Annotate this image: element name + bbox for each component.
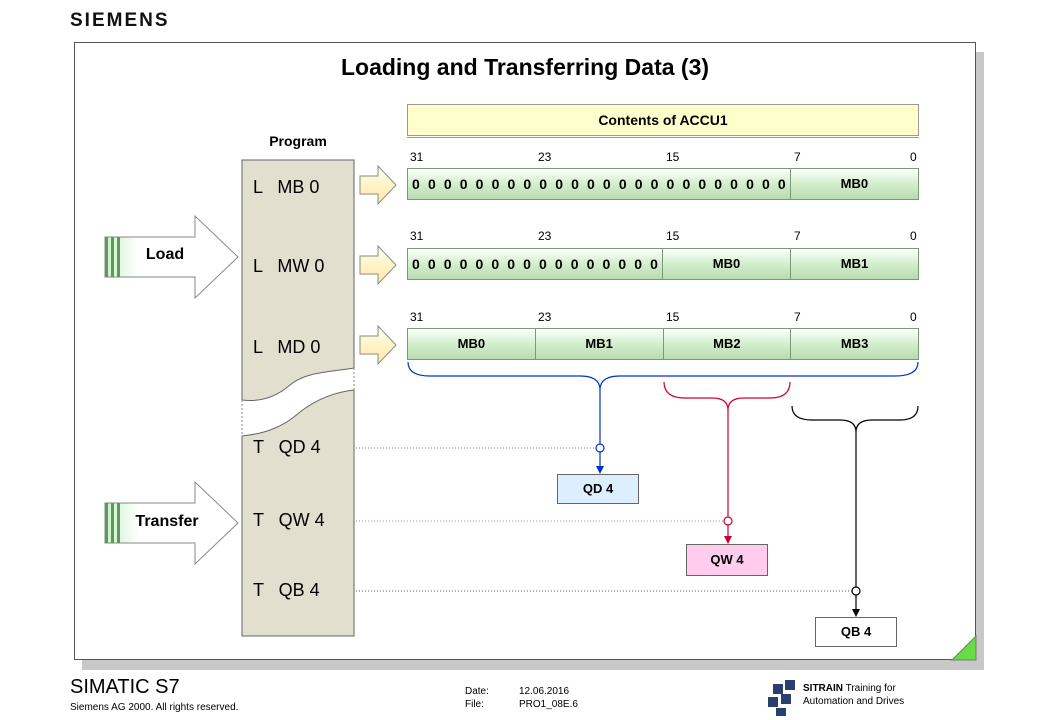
bit-number: 15 bbox=[666, 310, 680, 324]
corner-triangle bbox=[950, 634, 977, 661]
bit-number: 23 bbox=[538, 310, 552, 324]
accu1-header: Contents of ACCU1 bbox=[407, 104, 919, 136]
bit-number: 7 bbox=[794, 310, 801, 324]
sitrain-text: SITRAIN Training for Automation and Driv… bbox=[803, 682, 904, 708]
file-label: File: bbox=[465, 699, 484, 710]
bit-number: 0 bbox=[910, 229, 917, 243]
accu1-divider bbox=[407, 137, 919, 138]
instruction-transfer-qd4: T QD 4 bbox=[253, 437, 321, 457]
load-label: Load bbox=[145, 246, 185, 263]
date-value: 12.06.2016 bbox=[519, 686, 570, 697]
instruction-load-md0: L MD 0 bbox=[253, 337, 321, 357]
file-value: PRO1_08E.6 bbox=[519, 699, 578, 710]
byte-cell: MB1 bbox=[840, 256, 869, 271]
target-qw4: QW 4 bbox=[686, 544, 768, 576]
target-qb4: QB 4 bbox=[815, 617, 897, 647]
bit-number: 7 bbox=[794, 150, 801, 164]
instruction-load-mw0: L MW 0 bbox=[253, 256, 325, 276]
byte-cell: MB2 bbox=[664, 329, 792, 359]
bit-number: 7 bbox=[794, 229, 801, 243]
instruction-transfer-qw4: T QW 4 bbox=[253, 510, 325, 530]
bit-number: 23 bbox=[538, 229, 552, 243]
bit-number: 31 bbox=[410, 310, 424, 324]
load-arrow-2 bbox=[359, 244, 397, 286]
byte-cell: MB0 bbox=[663, 249, 791, 279]
bit-number: 31 bbox=[410, 150, 424, 164]
instruction-load-mb0: L MB 0 bbox=[253, 177, 320, 197]
byte-cell: MB3 bbox=[840, 336, 869, 351]
sitrain-logo-icon bbox=[768, 680, 795, 716]
bit-number: 15 bbox=[666, 229, 680, 243]
date-label: Date: bbox=[465, 686, 489, 697]
load-arrow-1 bbox=[359, 164, 397, 206]
byte-cell: MB1 bbox=[536, 329, 664, 359]
siemens-logo: SIEMENS bbox=[70, 10, 170, 31]
brace-qd4 bbox=[407, 361, 919, 391]
bit-number: 0 bbox=[910, 150, 917, 164]
target-qd4: QD 4 bbox=[557, 474, 639, 504]
bit-number: 23 bbox=[538, 150, 552, 164]
slide-title: Loading and Transferring Data (3) bbox=[340, 54, 710, 80]
bit-number: 0 bbox=[910, 310, 917, 324]
program-column-top bbox=[241, 159, 355, 401]
brace-qb4 bbox=[791, 405, 919, 433]
sitrain-tagline-1: Training for bbox=[845, 683, 896, 694]
byte-cell: MB0 bbox=[408, 329, 536, 359]
copyright: Siemens AG 2000. All rights reserved. bbox=[70, 702, 239, 713]
load-arrow-3 bbox=[359, 324, 397, 366]
bit-number: 15 bbox=[666, 150, 680, 164]
transfer-label: Transfer bbox=[135, 513, 199, 530]
brace-qw4 bbox=[663, 381, 791, 411]
program-label: Program bbox=[269, 133, 327, 149]
sitrain-name: SITRAIN bbox=[803, 683, 843, 694]
bit-number: 31 bbox=[410, 229, 424, 243]
product-name: SIMATIC S7 bbox=[70, 676, 180, 698]
byte-cell: MB0 bbox=[840, 176, 869, 191]
program-column-bottom bbox=[241, 389, 355, 637]
accu1-row-md: MB0 MB1 MB2 MB3 bbox=[407, 328, 919, 360]
instruction-transfer-qb4: T QB 4 bbox=[253, 580, 320, 600]
sitrain-tagline-2: Automation and Drives bbox=[803, 696, 905, 707]
